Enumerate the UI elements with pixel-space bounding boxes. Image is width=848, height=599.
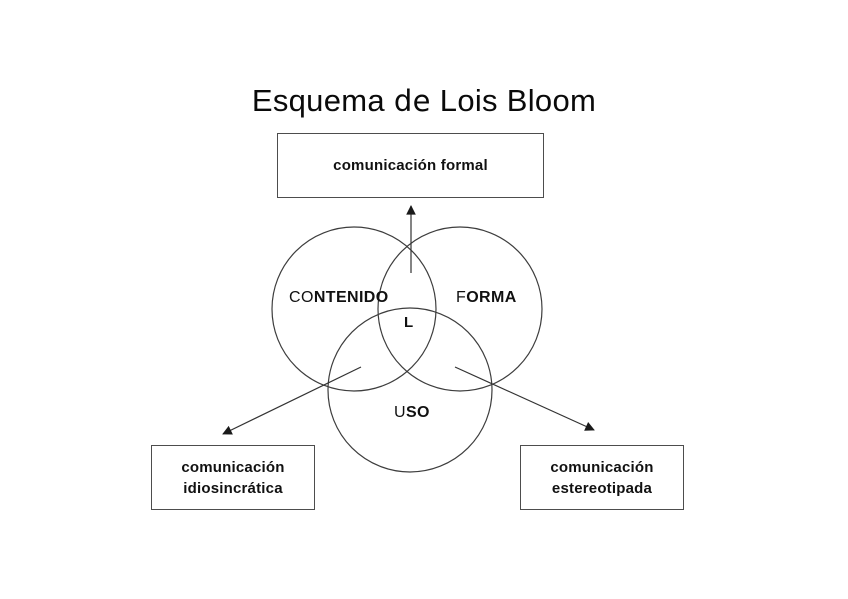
- box-line: estereotipada: [551, 479, 653, 497]
- label-contenido-bold: NTENIDO: [313, 289, 389, 306]
- box-line: comunicación: [181, 458, 285, 476]
- label-uso-bold: SO: [405, 404, 430, 421]
- label-center-l: L: [404, 314, 414, 331]
- circle-contenido: [271, 226, 437, 392]
- title-part-de: de: [393, 84, 431, 118]
- label-forma-bold: ORMA: [466, 289, 517, 306]
- label-forma-light: F: [456, 289, 467, 306]
- box-line: idiosincrática: [183, 479, 283, 497]
- title-part-1: Esquema: [251, 83, 385, 118]
- label-contenido-light: CO: [289, 289, 314, 306]
- label-uso: USO: [394, 404, 430, 421]
- box-line: comunicación: [550, 458, 654, 476]
- circle-uso: [327, 307, 493, 473]
- arrow-to-estereotipada-box: [454, 366, 595, 431]
- label-contenido: CONTENIDO: [289, 289, 389, 306]
- arrow-to-idiosincratica-box: [222, 366, 362, 435]
- circle-forma: [377, 226, 543, 392]
- label-forma: FORMA: [456, 289, 517, 306]
- box-line: comunicación formal: [333, 157, 488, 174]
- box-comunicacion-formal: comunicación formal: [277, 133, 544, 198]
- title-part-3: Lois Bloom: [439, 83, 597, 118]
- label-uso-light: U: [394, 404, 406, 421]
- box-comunicacion-idiosincratica: comunicación idiosincrática: [151, 445, 315, 510]
- box-comunicacion-estereotipada: comunicación estereotipada: [520, 445, 684, 510]
